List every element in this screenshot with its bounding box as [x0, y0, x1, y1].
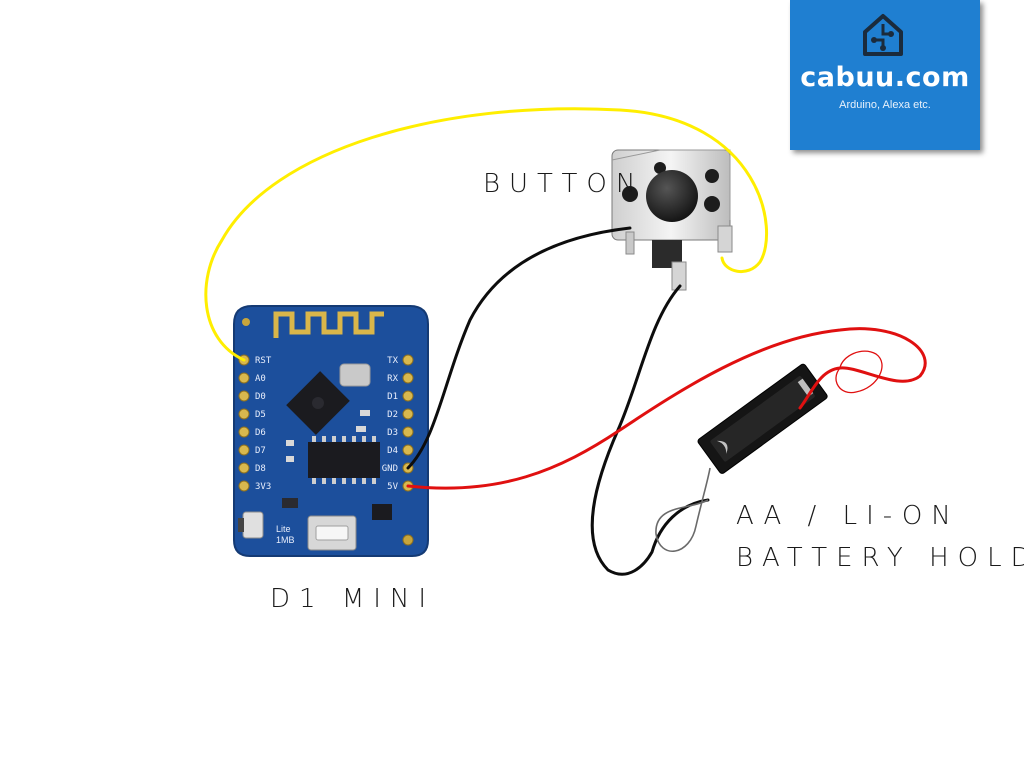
battery-label-line1: AA / LI-ON: [736, 501, 960, 531]
pin-label-d8: D8: [255, 464, 266, 474]
pin-label-d0: D0: [255, 392, 266, 402]
red-lead: [835, 350, 883, 394]
yellow-wire: [204, 107, 769, 362]
left-header-pins: [238, 354, 250, 492]
pin-label-d6: D6: [255, 428, 266, 438]
gray-lead: [655, 467, 711, 552]
pin-label-rst: RST: [255, 356, 272, 366]
d1-mini-board: RST A0 D0 D5 D6 D7 D8 3V3 TX RX D1 D2 D3…: [233, 305, 429, 557]
tactile-button: [611, 149, 733, 291]
brand-tagline: Arduino, Alexa etc.: [839, 99, 931, 111]
silkscreen-lite: Lite: [276, 524, 291, 534]
pin-label-d1: D1: [387, 392, 398, 402]
board-label: D1 MINI: [270, 584, 435, 614]
pin-label-tx: TX: [387, 356, 398, 366]
red-wire: [406, 327, 927, 490]
pin-label-a0: A0: [255, 374, 266, 384]
black-wire-gnd: [406, 226, 632, 470]
button-label: BUTTON: [483, 169, 644, 199]
crystal: [339, 363, 371, 387]
pin-label-5v: 5V: [387, 482, 398, 492]
pin-label-d4: D4: [387, 446, 398, 456]
brand-name: cabuu.com: [800, 62, 970, 93]
brand-logo[interactable]: cabuu.com Arduino, Alexa etc.: [790, 0, 980, 150]
battery-holder: [697, 363, 828, 474]
battery-label-line2: BATTERY HOLDER: [736, 543, 1024, 573]
pin-label-d3: D3: [387, 428, 398, 438]
antenna-trace: [273, 311, 384, 338]
pin-label-d7: D7: [255, 446, 266, 456]
pin-label-rx: RX: [387, 374, 398, 384]
reset-button: [242, 511, 264, 539]
pin-label-3v3: 3V3: [255, 482, 271, 492]
smart-home-icon: [863, 14, 903, 56]
black-wire-battery: [590, 284, 710, 576]
pin-label-d5: D5: [255, 410, 266, 420]
pin-label-d2: D2: [387, 410, 398, 420]
usb-serial-chip: [308, 442, 380, 478]
silkscreen-1mb: 1MB: [276, 535, 295, 545]
pin-label-gnd: GND: [382, 464, 398, 474]
